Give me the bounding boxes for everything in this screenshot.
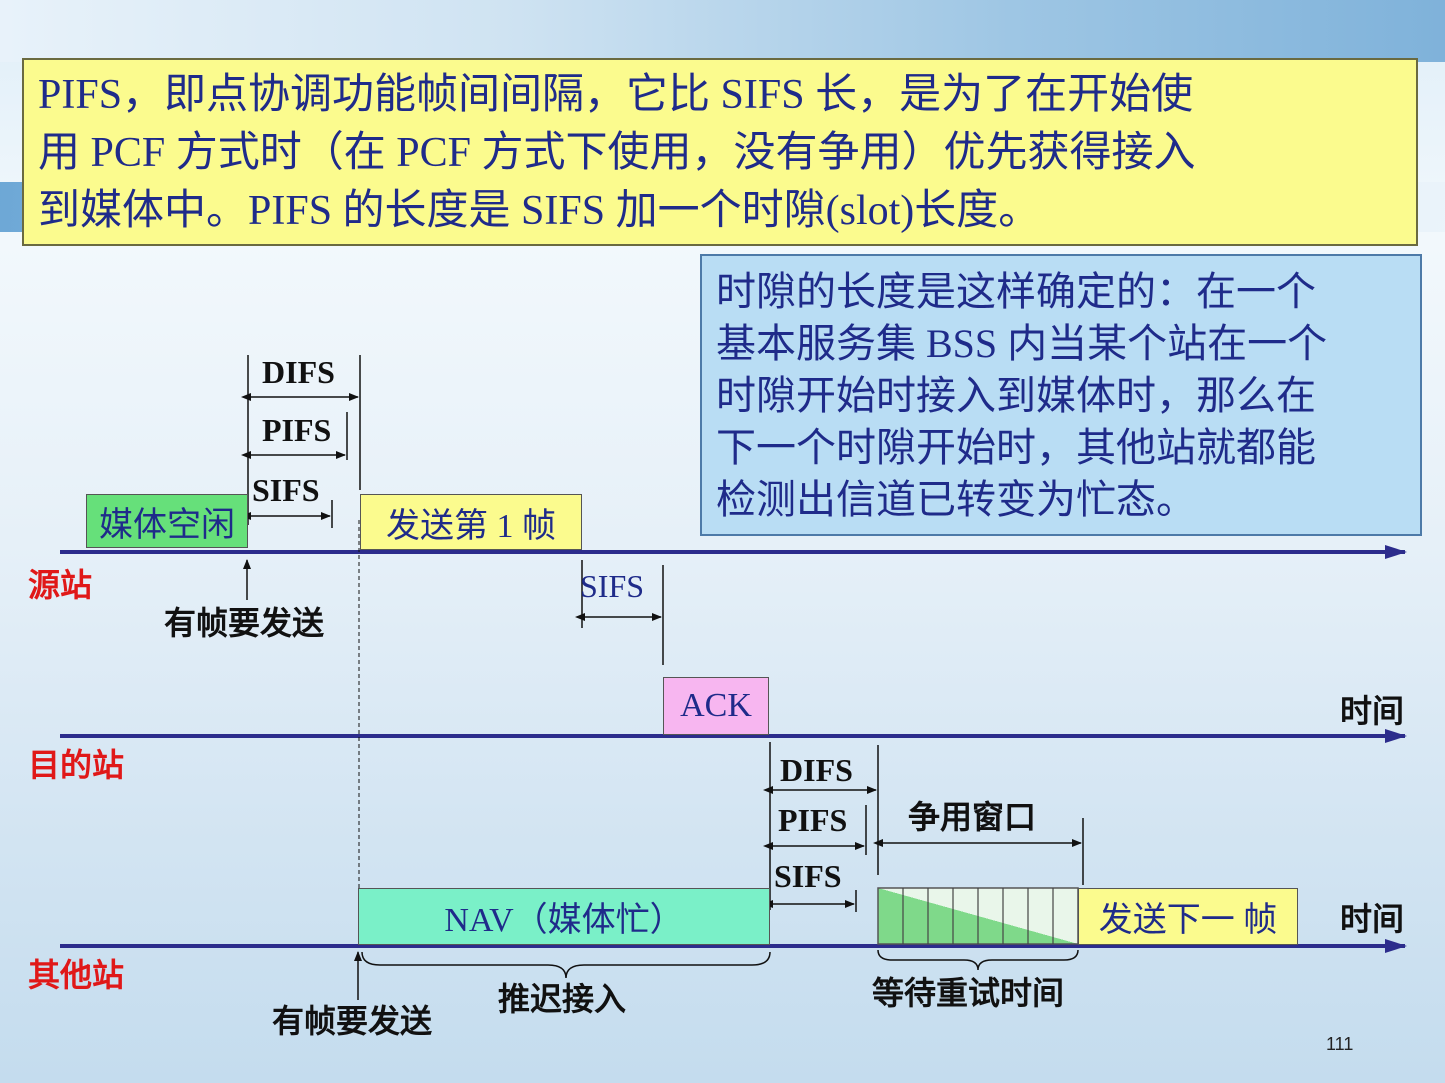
page-number: 111 (1326, 1034, 1354, 1054)
slot-note-line: 时隙开始时接入到媒体时，那么在 (716, 373, 1316, 418)
pifs-note-line: PIFS，即点协调功能帧间间隔，它比 SIFS 长，是为了在开始使 (38, 72, 1194, 118)
slot-note: 时隙的长度是这样确定的：在一个 基本服务集 BSS 内当某个站在一个 时隙开始时… (700, 254, 1422, 536)
medium-idle-frame: 媒体空闲 (86, 494, 248, 548)
slot-note-line: 下一个时隙开始时，其他站就都能 (716, 425, 1316, 470)
sifs-label: SIFS (774, 858, 842, 894)
sifs-ack-label: SIFS (580, 568, 645, 604)
slot-note-line: 时隙的长度是这样确定的：在一个 (716, 269, 1316, 314)
defer-access-label: 推迟接入 (498, 980, 627, 1018)
contention-window-label: 争用窗口 (908, 798, 1037, 836)
has-frame-label: 有帧要发送 (164, 604, 325, 642)
pifs-note: PIFS，即点协调功能帧间间隔，它比 SIFS 长，是为了在开始使 用 PCF … (22, 58, 1418, 246)
backoff-time-label: 等待重试时间 (872, 974, 1065, 1012)
difs-label: DIFS (780, 752, 853, 788)
send-next-frame: 发送下一 帧 (1078, 888, 1298, 945)
slot-note-line: 基本服务集 BSS 内当某个站在一个 (716, 321, 1328, 366)
ack-frame: ACK (663, 677, 769, 735)
source-station-label: 源站 (28, 566, 93, 604)
pifs-note-line: 用 PCF 方式时（在 PCF 方式下使用，没有争用）优先获得接入 (38, 130, 1196, 176)
header-band (0, 0, 1445, 62)
slot-note-line: 检测出信道已转变为忙态。 (716, 477, 1196, 522)
other-station-label: 其他站 (28, 956, 125, 994)
send-first-frame: 发送第 1 帧 (360, 494, 582, 550)
time-label: 时间 (1340, 900, 1405, 938)
time-label: 时间 (1340, 692, 1405, 730)
difs-label: DIFS (262, 354, 335, 390)
dest-station-label: 目的站 (28, 746, 125, 784)
pifs-label: PIFS (778, 802, 848, 838)
nav-frame: NAV（媒体忙） (358, 888, 770, 945)
pifs-label: PIFS (262, 412, 332, 448)
sifs-label: SIFS (252, 472, 320, 508)
pifs-note-line: 到媒体中。PIFS 的长度是 SIFS 加一个时隙(slot)长度。 (38, 188, 1041, 234)
has-frame-label: 有帧要发送 (272, 1002, 433, 1040)
